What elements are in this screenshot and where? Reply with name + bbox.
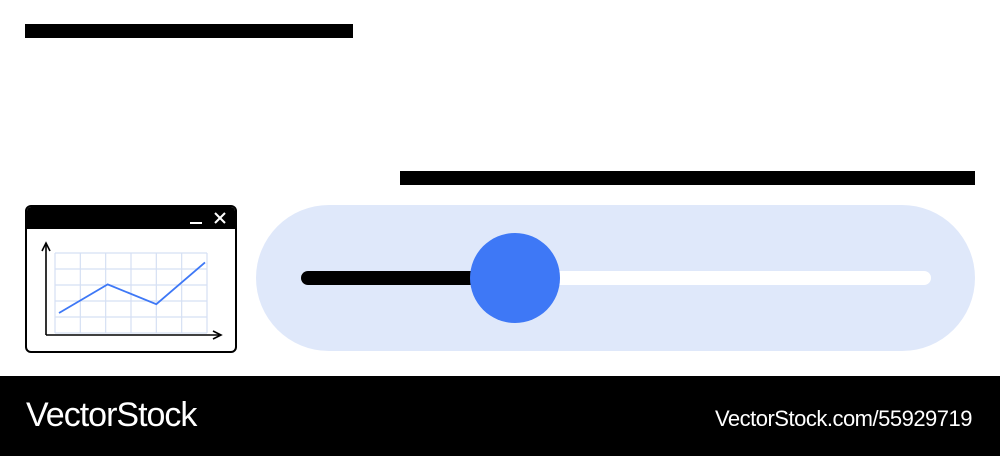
footer-banner: VectorStock VectorStock.com/55929719 (0, 376, 1000, 456)
slider-fill (301, 271, 516, 285)
chart-grid (54, 252, 208, 334)
y-axis-arrow (41, 241, 51, 252)
close-icon[interactable] (213, 211, 227, 225)
chart-axes (41, 241, 223, 340)
chart-window (25, 205, 237, 353)
image-id-url: VectorStock.com/55929719 (714, 406, 973, 431)
brand-logo-text: VectorStock (26, 396, 197, 434)
slider-track[interactable] (256, 205, 975, 351)
slider-handle[interactable] (470, 233, 561, 323)
minimize-icon[interactable] (189, 211, 203, 225)
line-chart (41, 241, 223, 340)
x-axis-arrow (212, 330, 223, 340)
series-line (58, 261, 206, 314)
decorative-bar-top (25, 24, 353, 38)
window-title-bar (27, 207, 235, 229)
chart-series (58, 261, 206, 314)
decorative-bar-middle (400, 171, 975, 185)
